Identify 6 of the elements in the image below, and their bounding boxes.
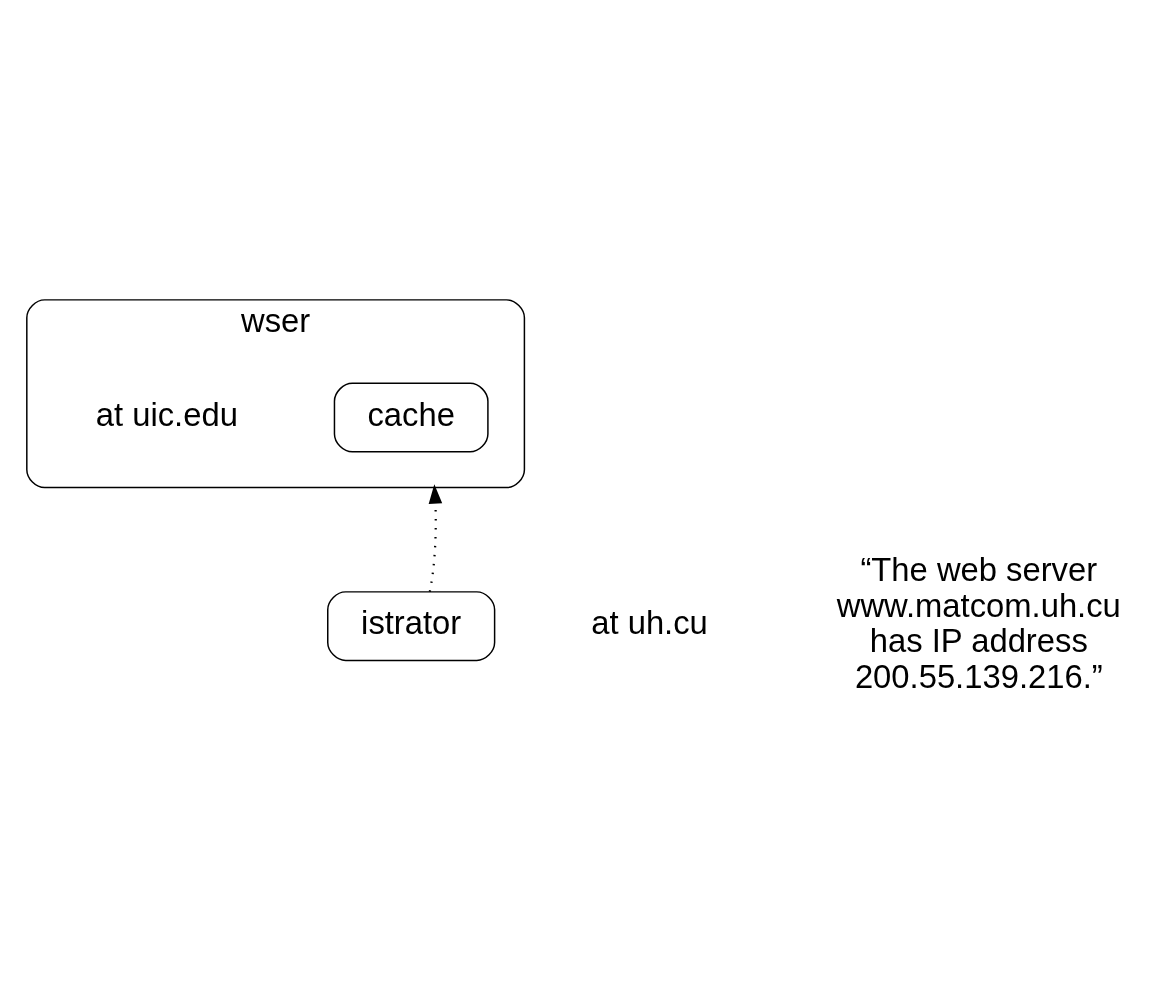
node-label: at uh.cu <box>591 604 708 642</box>
node-label: at uic.edu <box>95 395 238 433</box>
node-box: cache <box>333 382 489 453</box>
label: “The web server www.matcom.uh.cu has IP address 200.55.139.216.” <box>836 550 1121 696</box>
node-box: istrator <box>327 591 496 662</box>
arrow <box>428 484 443 592</box>
